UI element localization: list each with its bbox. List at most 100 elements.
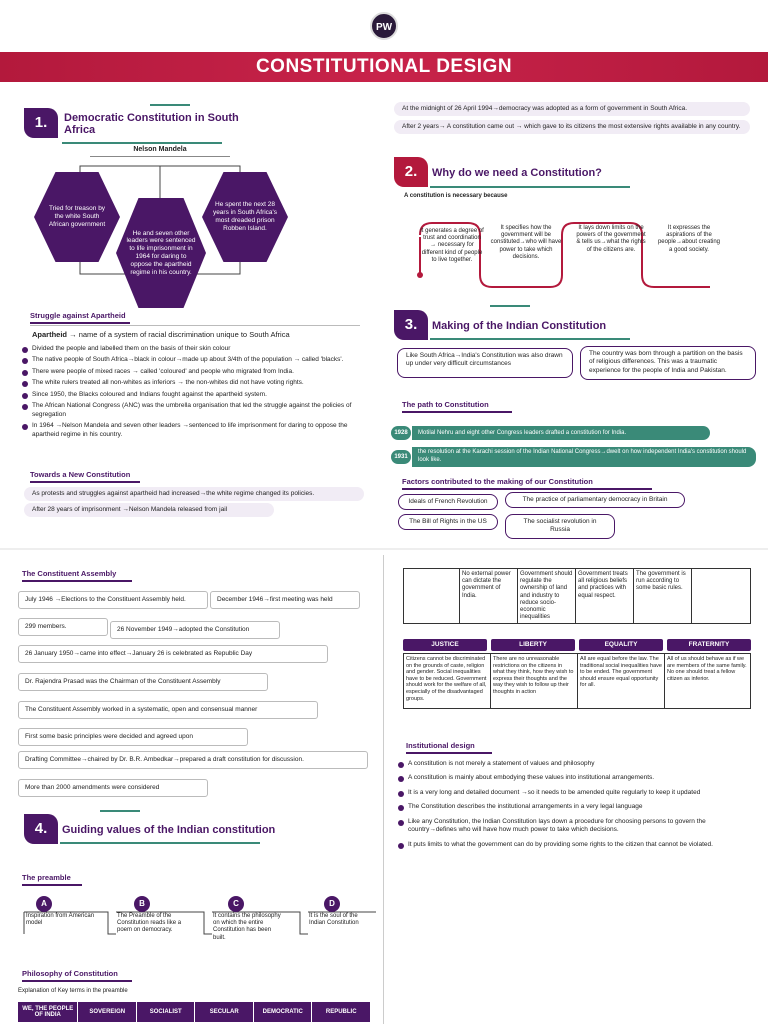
table-cell [692,569,750,623]
section-title: Democratic Constitution in South Africa [64,112,239,136]
ca-item: 26 January 1950→came into effect→January… [18,645,328,664]
towards-heading: Towards a New Constitution [30,470,140,483]
ca-item: Drafting Committee→chaired by Dr. B.R. A… [18,751,368,770]
path-heading: The path to Constitution [402,400,512,413]
letter-a: A [36,896,52,912]
divider [62,142,222,144]
term-cell: SOCIALIST [136,1002,195,1022]
value-heading: FRATERNITY [667,639,751,651]
struggle-heading: Struggle against Apartheid [30,311,130,324]
info-box: After 2 years→ A constitution came out →… [394,120,750,135]
divider [90,156,230,157]
term-cell: SOVEREIGN [78,1002,136,1022]
section-number: 1. [24,108,58,138]
struggle-bullets: Divided the people and labelled them on … [22,345,367,439]
divider [60,842,260,844]
timeline-item: Motilal Nehru and eight other Congress l… [412,426,710,440]
list-item: Divided the people and labelled them on … [22,345,367,354]
section-number: 2. [394,157,428,187]
info-box: Like South Africa→India's Constitution w… [397,348,573,378]
towards-item: After 28 years of imprisonment →Nelson M… [24,503,274,518]
factor-item: The Bill of Rights in the US [398,514,498,531]
ca-item: 299 members. [18,618,108,637]
list-item: There were people of mixed races → calle… [22,368,367,377]
table-cell: There are no unreasonable restrictions o… [491,654,578,708]
list-item: Since 1950, the Blacks coloured and Indi… [22,391,367,400]
divider [383,555,384,1024]
need-item: It specifies how the government will be … [490,225,562,260]
institutional-bullets: A constitution is not merely a statement… [398,760,756,850]
factors-heading: Factors contributed to the making of our… [402,477,652,490]
need-item: It expresses the aspirations of the peop… [657,225,721,253]
apartheid-def-text: → name of a system of racial discriminat… [69,330,290,339]
table-cell: All of us should behave as if we are mem… [667,656,747,682]
divider [430,338,630,340]
list-item: It puts limits to what the government ca… [398,841,756,850]
table-cell [404,569,460,623]
pw-logo: PW [370,12,398,40]
ca-item: More than 2000 amendments were considere… [18,779,208,798]
ca-item: July 1946 →Elections to the Constituent … [18,591,208,610]
divider [0,548,768,550]
philosophy-heading: Philosophy of Constitution [22,969,132,982]
divider [100,810,140,812]
list-item: A constitution is mainly about embodying… [398,774,756,783]
term-cell: WE, THE PEOPLE OF INDIA [18,1002,78,1022]
ca-item: First some basic principles were decided… [18,728,248,747]
apartheid-definition: Apartheid → name of a system of racial d… [32,330,290,339]
mandela-label: Nelson Mandela [133,146,187,153]
section-number: 3. [394,310,428,340]
table-cell: Citizens cannot be discriminated on the … [404,654,491,708]
info-box: At the midnight of 26 April 1994→democra… [394,102,750,117]
table-cell: Government treats all religious beliefs … [576,569,634,623]
divider [30,325,360,326]
info-box: The country was born through a partition… [580,346,756,380]
explanation-text: Explanation of Key terms in the preamble [18,988,128,994]
ca-heading: The Constituent Assembly [22,569,132,582]
preamble-card: Inspiration from American model [26,913,95,927]
section-title: Making of the Indian Constitution [432,320,607,332]
ca-item: Dr. Rajendra Prasad was the Chairman of … [18,673,268,692]
preamble-terms: WE, THE PEOPLE OF INDIA SOVEREIGN SOCIAL… [18,1002,370,1022]
wave-connector [417,222,710,288]
terms-explanation-table: No external power can dictate the govern… [403,568,751,624]
term-cell: DEMOCRATIC [253,1002,312,1022]
timeline-item: the resolution at the Karachi session of… [412,447,756,467]
table-cell: The government is run according to some … [634,569,692,623]
list-item: Like any Constitution, the Indian Consti… [398,818,756,835]
apartheid-word: Apartheid [32,330,68,339]
ca-item: 26 November 1949→adopted the Constitutio… [110,621,280,640]
section-subtitle: A constitution is necessary because [404,193,508,199]
need-item: It generates a degree of trust and coord… [420,228,484,263]
term-cell: REPUBLIC [312,1002,370,1022]
term-cell: SECULAR [195,1002,253,1022]
factor-item: Ideals of French Revolution [398,494,498,511]
ca-item: December 1946→first meeting was held [210,591,360,610]
preamble-flow [23,911,376,935]
letter-b: B [134,896,150,912]
table-cell: No external power can dictate the govern… [460,569,518,623]
divider [150,104,190,106]
value-heading: LIBERTY [491,639,575,651]
preamble-heading: The preamble [22,873,82,886]
ca-item: The Constituent Assembly worked in a sys… [18,701,318,720]
factor-item: The socialist revolution in Russia [505,514,615,539]
need-item: It lays down limits on the powers of the… [576,225,646,253]
factor-item: The practice of parliamentary democracy … [505,492,685,509]
table-cell: All are equal before the law. The tradit… [578,654,665,708]
list-item: In 1964 →Nelson Mandela and seven other … [22,422,367,439]
institutional-heading: Institutional design [406,741,492,754]
letter-d: D [324,896,340,912]
towards-item: As protests and struggles against aparth… [24,487,364,502]
preamble-card: The Preamble of the Constitution reads l… [117,913,182,934]
divider [430,186,630,188]
section-title: Guiding values of the Indian constitutio… [62,824,276,836]
list-item: The African National Congress (ANC) was … [22,402,367,419]
section-number: 4. [24,814,58,844]
table-cell: Government should regulate the ownership… [518,569,576,623]
value-heading: JUSTICE [403,639,487,651]
divider [490,305,530,307]
list-item: A constitution is not merely a statement… [398,760,756,769]
list-item: The white rulers treated all non-whites … [22,379,367,388]
year-badge: 1931 [391,450,411,464]
